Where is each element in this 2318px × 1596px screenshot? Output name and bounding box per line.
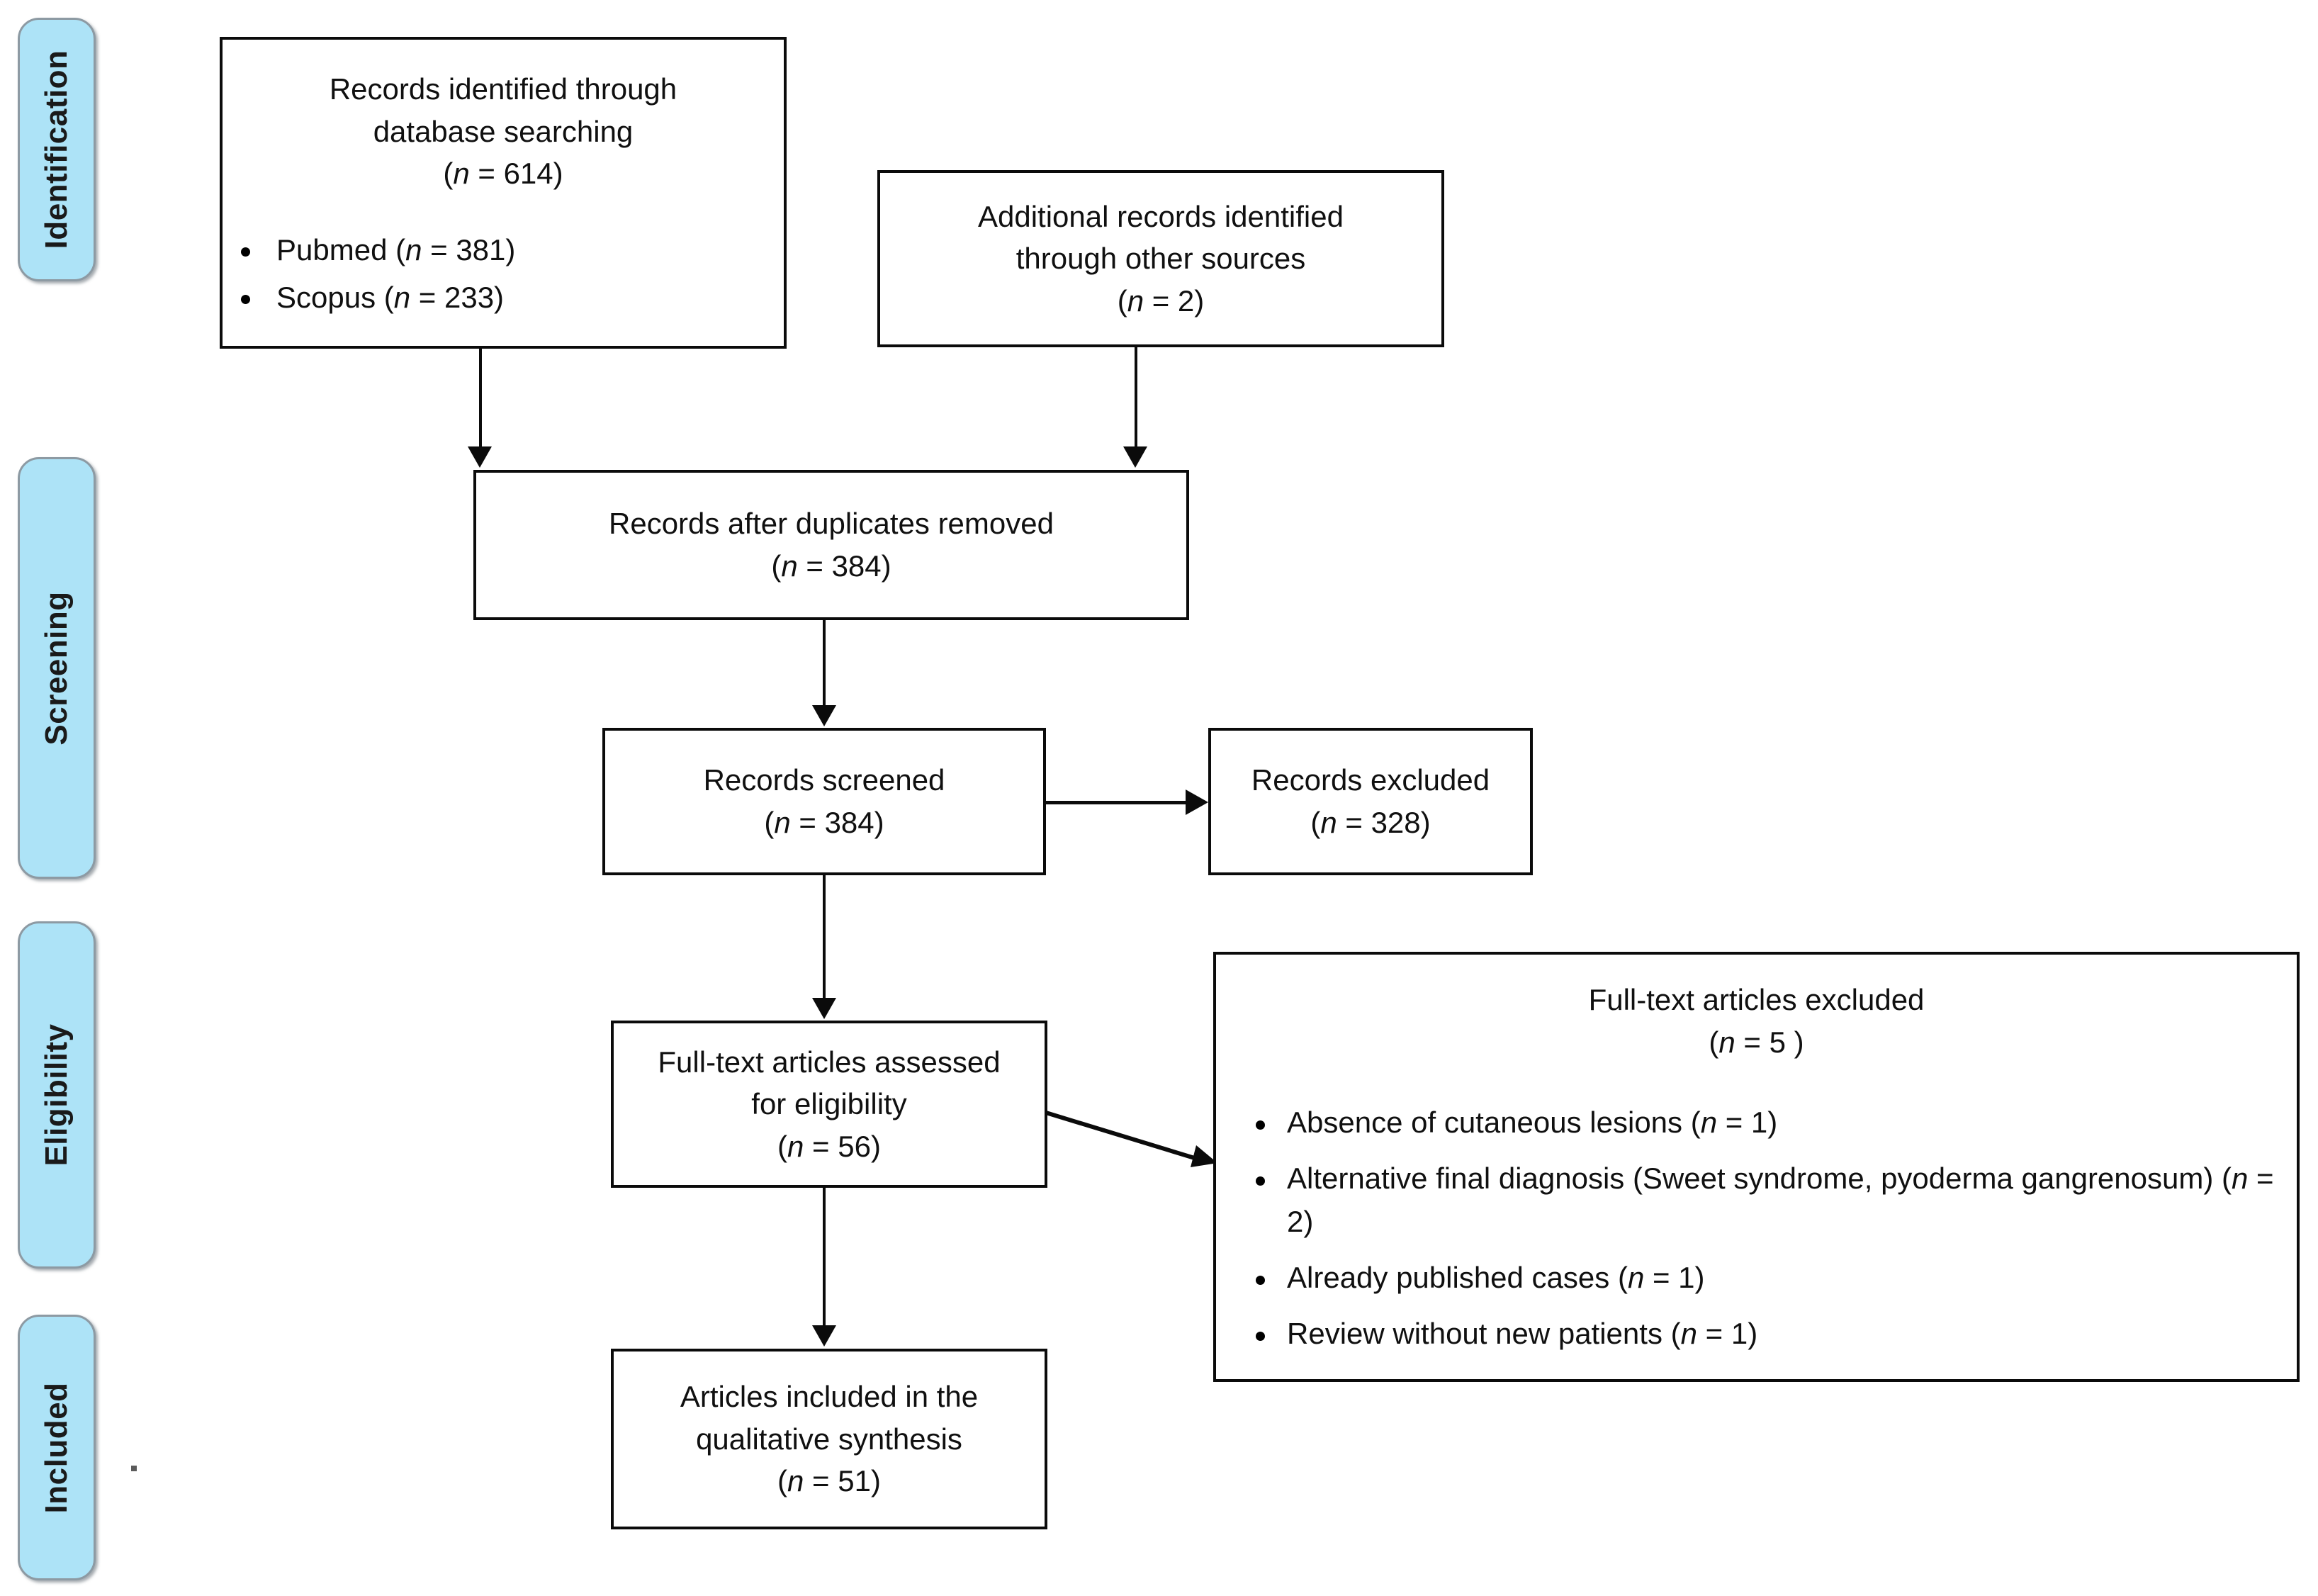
box-additional-records-other-sources-text: Additional records identified through ot… — [880, 196, 1441, 322]
stage-label-screening: Screening — [18, 457, 96, 879]
line-1: Records excluded — [1251, 763, 1490, 797]
box-records-after-duplicates-removed: Records after duplicates removed (n = 38… — [473, 470, 1189, 620]
list-item: Review without new patients (n = 1) — [1216, 1313, 2297, 1356]
line-3-count: (n = 56) — [777, 1129, 881, 1163]
line-2-count: (n = 384) — [771, 549, 891, 583]
box-records-identified-database: Records identified through database sear… — [220, 37, 787, 349]
list-item: Absence of cutaneous lesions (n = 1) — [1216, 1101, 2297, 1145]
box-articles-included-text: Articles included in the qualitative syn… — [614, 1376, 1045, 1502]
box-records-after-duplicates-removed-text: Records after duplicates removed (n = 38… — [476, 502, 1186, 587]
line-3-count: (n = 51) — [777, 1464, 881, 1498]
arrow-down-fulltext-to-included — [812, 1325, 836, 1347]
stage-label-eligibility: Eligibility — [18, 921, 96, 1269]
stage-label-included-text: Included — [39, 1382, 74, 1513]
line-2: database searching — [373, 114, 634, 148]
line-2-count: (n = 5 ) — [1709, 1025, 1804, 1059]
line-3-count: (n = 614) — [443, 157, 563, 191]
line-1: Full-text articles excluded — [1588, 983, 1925, 1016]
stray-dot-mark — [131, 1466, 137, 1471]
box-records-identified-database-text: Records identified through database sear… — [223, 68, 784, 195]
line-1: Records screened — [703, 763, 945, 797]
list-item: Scopus (n = 233) — [223, 276, 784, 320]
connector-line-screened-to-excluded — [1046, 801, 1188, 804]
list-item: Alternative final diagnosis (Sweet syndr… — [1216, 1157, 2297, 1244]
connector-line-fulltext-to-included — [823, 1188, 826, 1327]
box-records-excluded-text: Records excluded (n = 328) — [1211, 759, 1530, 843]
stage-label-identification-text: Identification — [39, 50, 74, 249]
arrow-down-other-to-duplicates — [1123, 446, 1147, 468]
connector-line-other-to-duplicates — [1135, 347, 1137, 448]
arrow-right-screened-to-excluded — [1186, 789, 1208, 815]
box-fulltext-articles-assessed-text: Full-text articles assessed for eligibil… — [614, 1041, 1045, 1168]
database-source-list: Pubmed (n = 381) Scopus (n = 233) — [223, 229, 784, 324]
arrow-diagonal-icon — [1045, 1111, 1217, 1167]
stage-label-screening-text: Screening — [39, 590, 74, 746]
connector-line-duplicates-to-screened — [823, 620, 826, 707]
box-fulltext-articles-excluded: Full-text articles excluded (n = 5 ) Abs… — [1213, 952, 2300, 1382]
connector-line-screened-to-fulltext — [823, 875, 826, 999]
connector-diagonal-fulltext-to-excluded — [1042, 1097, 1226, 1182]
line-2-count: (n = 384) — [764, 806, 884, 839]
box-articles-included-qualitative-synthesis: Articles included in the qualitative syn… — [611, 1349, 1047, 1529]
arrow-down-screened-to-fulltext — [812, 998, 836, 1019]
stage-label-included: Included — [18, 1315, 96, 1580]
line-2-count: (n = 328) — [1310, 806, 1431, 839]
box-additional-records-other-sources: Additional records identified through ot… — [877, 170, 1444, 347]
stage-label-eligibility-text: Eligibility — [39, 1023, 74, 1167]
arrow-down-db-to-duplicates — [468, 446, 492, 468]
line-1: Additional records identified — [978, 199, 1344, 233]
connector-line-db-to-duplicates — [479, 349, 482, 448]
box-fulltext-articles-excluded-heading: Full-text articles excluded (n = 5 ) — [1216, 979, 2297, 1063]
fulltext-exclusion-reason-list: Absence of cutaneous lesions (n = 1) Alt… — [1216, 1101, 2297, 1368]
line-2: for eligibility — [751, 1087, 907, 1121]
stage-label-identification: Identification — [18, 18, 96, 281]
line-2: qualitative synthesis — [696, 1422, 962, 1456]
box-records-excluded: Records excluded (n = 328) — [1208, 728, 1533, 875]
line-1: Full-text articles assessed — [658, 1045, 1001, 1079]
box-records-screened: Records screened (n = 384) — [602, 728, 1046, 875]
arrow-down-duplicates-to-screened — [812, 705, 836, 726]
box-fulltext-articles-assessed: Full-text articles assessed for eligibil… — [611, 1021, 1047, 1188]
line-3-count: (n = 2) — [1117, 283, 1205, 317]
list-item: Already published cases (n = 1) — [1216, 1257, 2297, 1300]
list-item: Pubmed (n = 381) — [223, 229, 784, 272]
box-records-screened-text: Records screened (n = 384) — [605, 759, 1043, 843]
line-1: Articles included in the — [680, 1380, 979, 1414]
line-1: Records identified through — [329, 72, 677, 106]
line-1: Records after duplicates removed — [609, 507, 1054, 541]
line-2: through other sources — [1015, 242, 1306, 276]
